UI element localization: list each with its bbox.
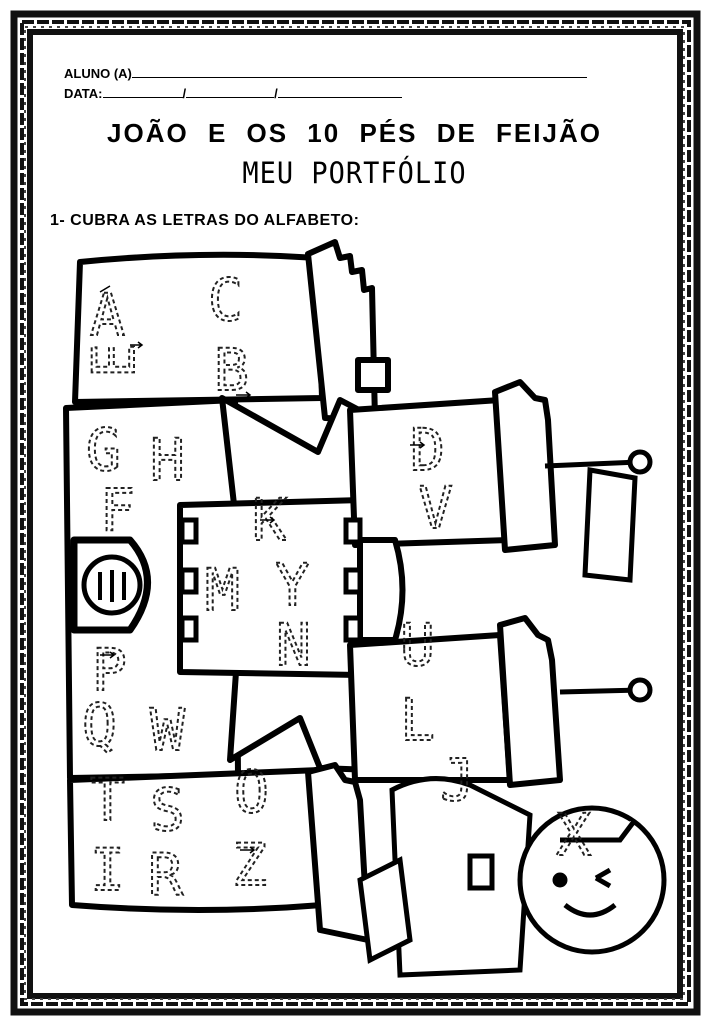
svg-text:Z: Z: [232, 831, 267, 899]
svg-text:W: W: [150, 696, 185, 764]
svg-text:R: R: [148, 841, 183, 909]
instruction-text: 1- CUBRA AS LETRAS DO ALFABETO:: [50, 212, 360, 229]
svg-text:E: E: [80, 343, 148, 378]
castle-block: [355, 357, 391, 393]
castle-battlement-right-lower: [497, 615, 563, 788]
worksheet-title: JOÃO E OS 10 PÉS DE FEIJÃO: [107, 118, 602, 148]
svg-text:F: F: [100, 476, 135, 544]
svg-text:D: D: [410, 416, 445, 484]
worksheet-subtitle: MEU PORTFÓLIO: [242, 156, 467, 191]
castle-battlement-bottom-left: [305, 762, 371, 943]
date-month-blank[interactable]: [186, 86, 275, 98]
castle-connector: [357, 537, 406, 643]
date-year-blank[interactable]: [277, 86, 402, 98]
svg-text:J: J: [440, 746, 475, 814]
student-name-line[interactable]: ALUNO (A): [64, 66, 587, 81]
svg-text:M: M: [205, 556, 240, 624]
date-separator: /: [274, 86, 278, 101]
svg-text:T: T: [90, 766, 125, 834]
tracing-letters: A E C B G H F D V K M Y N P Q W U L T S …: [79, 265, 592, 910]
boy-character-icon: [357, 776, 667, 978]
svg-text:U: U: [400, 611, 435, 679]
flag-icon: [544, 449, 653, 703]
date-line[interactable]: DATA: / /: [64, 86, 402, 101]
castle-battlement-right-upper: [492, 379, 558, 553]
svg-text:H: H: [150, 426, 185, 494]
date-label: DATA:: [64, 86, 103, 101]
svg-text:I: I: [90, 836, 125, 904]
svg-text:X: X: [556, 801, 591, 869]
svg-text:A: A: [90, 281, 125, 349]
svg-text:B: B: [214, 336, 249, 404]
svg-text:Q: Q: [82, 691, 117, 759]
svg-text:P: P: [92, 636, 127, 704]
date-separator: /: [182, 86, 187, 101]
svg-text:V: V: [418, 474, 453, 542]
svg-text:O: O: [234, 758, 269, 826]
svg-text:S: S: [150, 776, 185, 844]
svg-text:N: N: [276, 611, 311, 679]
castle-tower-bottom-left: [67, 767, 325, 913]
date-day-blank[interactable]: [102, 86, 183, 98]
student-label: ALUNO (A): [64, 66, 132, 81]
student-name-blank[interactable]: [131, 66, 587, 78]
svg-text:Y: Y: [275, 551, 310, 619]
svg-text:C: C: [208, 266, 243, 334]
svg-text:L: L: [400, 686, 435, 754]
svg-text:G: G: [86, 416, 121, 484]
